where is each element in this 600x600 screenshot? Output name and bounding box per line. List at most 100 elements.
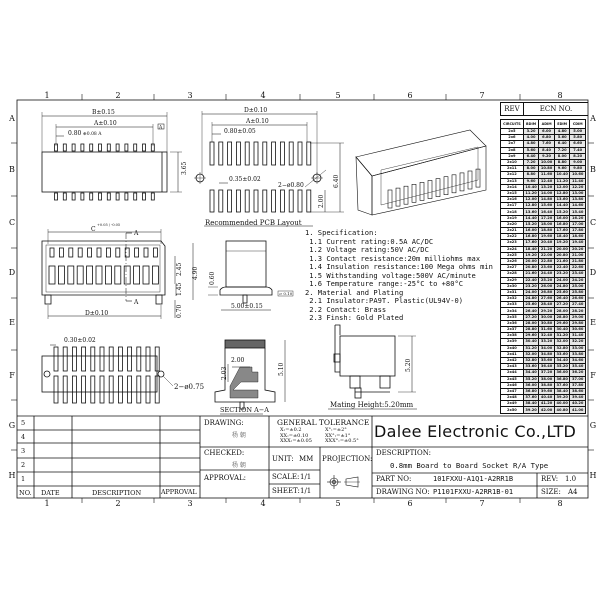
contact: [475, 168, 481, 188]
drawing-no-label: DRAWING NO:: [376, 488, 430, 496]
section-caption: SECTION A−A: [220, 406, 269, 414]
table-cell: 14.60: [569, 202, 586, 210]
table-cell: 10.60: [569, 171, 586, 179]
table-cell: 33.60: [553, 350, 571, 358]
table-cell: 39.20: [553, 394, 571, 402]
table-cell: 24.20: [569, 276, 586, 284]
column-header: BDIM: [522, 119, 540, 129]
table-cell: 34.00: [538, 344, 555, 352]
row-label: F: [590, 371, 596, 380]
row-label: B: [9, 165, 15, 174]
table-cell: 32.40: [538, 332, 555, 340]
col-no: NO.: [19, 489, 32, 497]
table-cell: 38.00: [538, 375, 555, 383]
pin: [124, 192, 129, 201]
pin: [108, 375, 114, 404]
table-cell: 39.20: [522, 406, 540, 414]
table-cell: 18.80: [538, 226, 555, 235]
contact: [105, 265, 112, 285]
table-cell: 13.80: [569, 196, 586, 204]
table-cell: 37.00: [569, 375, 586, 383]
dim-height: 3.65: [181, 161, 188, 175]
column-header: CIRCUITS: [500, 119, 524, 129]
front-view: C +0.05 / -0.05 A A D±0.10 2.45 4.90 1.4…: [41, 223, 199, 319]
table-cell: 21.80: [569, 257, 586, 266]
pcb-pad: [279, 141, 285, 166]
table-cell: 33.20: [538, 338, 555, 346]
pin: [106, 192, 111, 201]
table-cell: 29.60: [522, 332, 540, 340]
table-cell: 31.60: [538, 325, 555, 334]
table-cell: 16.00: [553, 214, 571, 222]
col-approval: APPROVAL: [161, 489, 197, 496]
table-cell: 36.80: [553, 375, 571, 383]
drawing-label: DRAWING:: [204, 419, 244, 427]
table-cell: 10.40: [553, 171, 571, 179]
table-cell: 18.00: [538, 220, 555, 229]
table-cell: 19.60: [538, 233, 555, 241]
contact: [106, 247, 111, 258]
sheet-value: 1/1: [300, 487, 312, 495]
description-label: DESCRIPTION:: [376, 449, 432, 457]
table-cell: 19.40: [569, 239, 586, 247]
pcb-pad: [253, 141, 259, 166]
spec-line: 2.2 Contact: Brass: [305, 304, 387, 314]
dim-pin-width: 0.30±0.02: [64, 337, 96, 344]
rev-label: REV:: [541, 475, 559, 483]
table-cell: 14.40: [522, 214, 540, 222]
pin: [136, 375, 142, 404]
row-label: G: [9, 421, 15, 430]
spec-line: 1.6 Temperature range:-25°C to +80°C: [305, 279, 464, 288]
pin: [53, 375, 59, 404]
table-cell: 32.20: [569, 338, 586, 346]
rev-no: 1: [21, 475, 26, 483]
pin: [62, 143, 67, 152]
table-cell: 19.20: [553, 239, 571, 247]
pcb-pad: [271, 141, 277, 166]
sheet-label: SHEET:: [272, 487, 300, 495]
tol-ang-xx: XX°:=±1°: [325, 432, 351, 439]
table-cell: 12.20: [569, 183, 586, 191]
contact: [419, 182, 425, 201]
table-cell: 11.20: [553, 177, 571, 185]
col-label: 7: [479, 499, 484, 508]
table-cell: 20.00: [522, 257, 540, 266]
row-label: B: [590, 165, 596, 174]
pin: [115, 192, 120, 201]
table-cell: 18.40: [522, 245, 540, 253]
table-cell: 34.40: [522, 369, 540, 377]
table-cell: 35.40: [569, 363, 586, 371]
table-cell: 36.20: [569, 369, 586, 377]
contact: [123, 265, 131, 285]
table-cell: 30.60: [569, 325, 586, 334]
pcb-layout-caption: Recommended PCB Layout: [205, 219, 302, 227]
pcb-pad: [271, 189, 277, 213]
table-cell: 34.80: [538, 350, 555, 358]
spec-line: 1.1 Current rating:0.5A AC/DC: [305, 236, 434, 246]
table-cell: 27.40: [569, 301, 586, 309]
pin: [53, 346, 59, 372]
col-label: 3: [187, 499, 192, 508]
spec-line: 1. Specification:: [305, 228, 378, 237]
dim-section-total: 5.10: [278, 362, 285, 376]
table-cell: 41.20: [538, 400, 555, 408]
table-cell: 38.40: [522, 400, 540, 408]
mating-view: 5.20 Mating Height:5.20mm: [328, 324, 417, 410]
table-cell: 28.00: [522, 319, 540, 328]
